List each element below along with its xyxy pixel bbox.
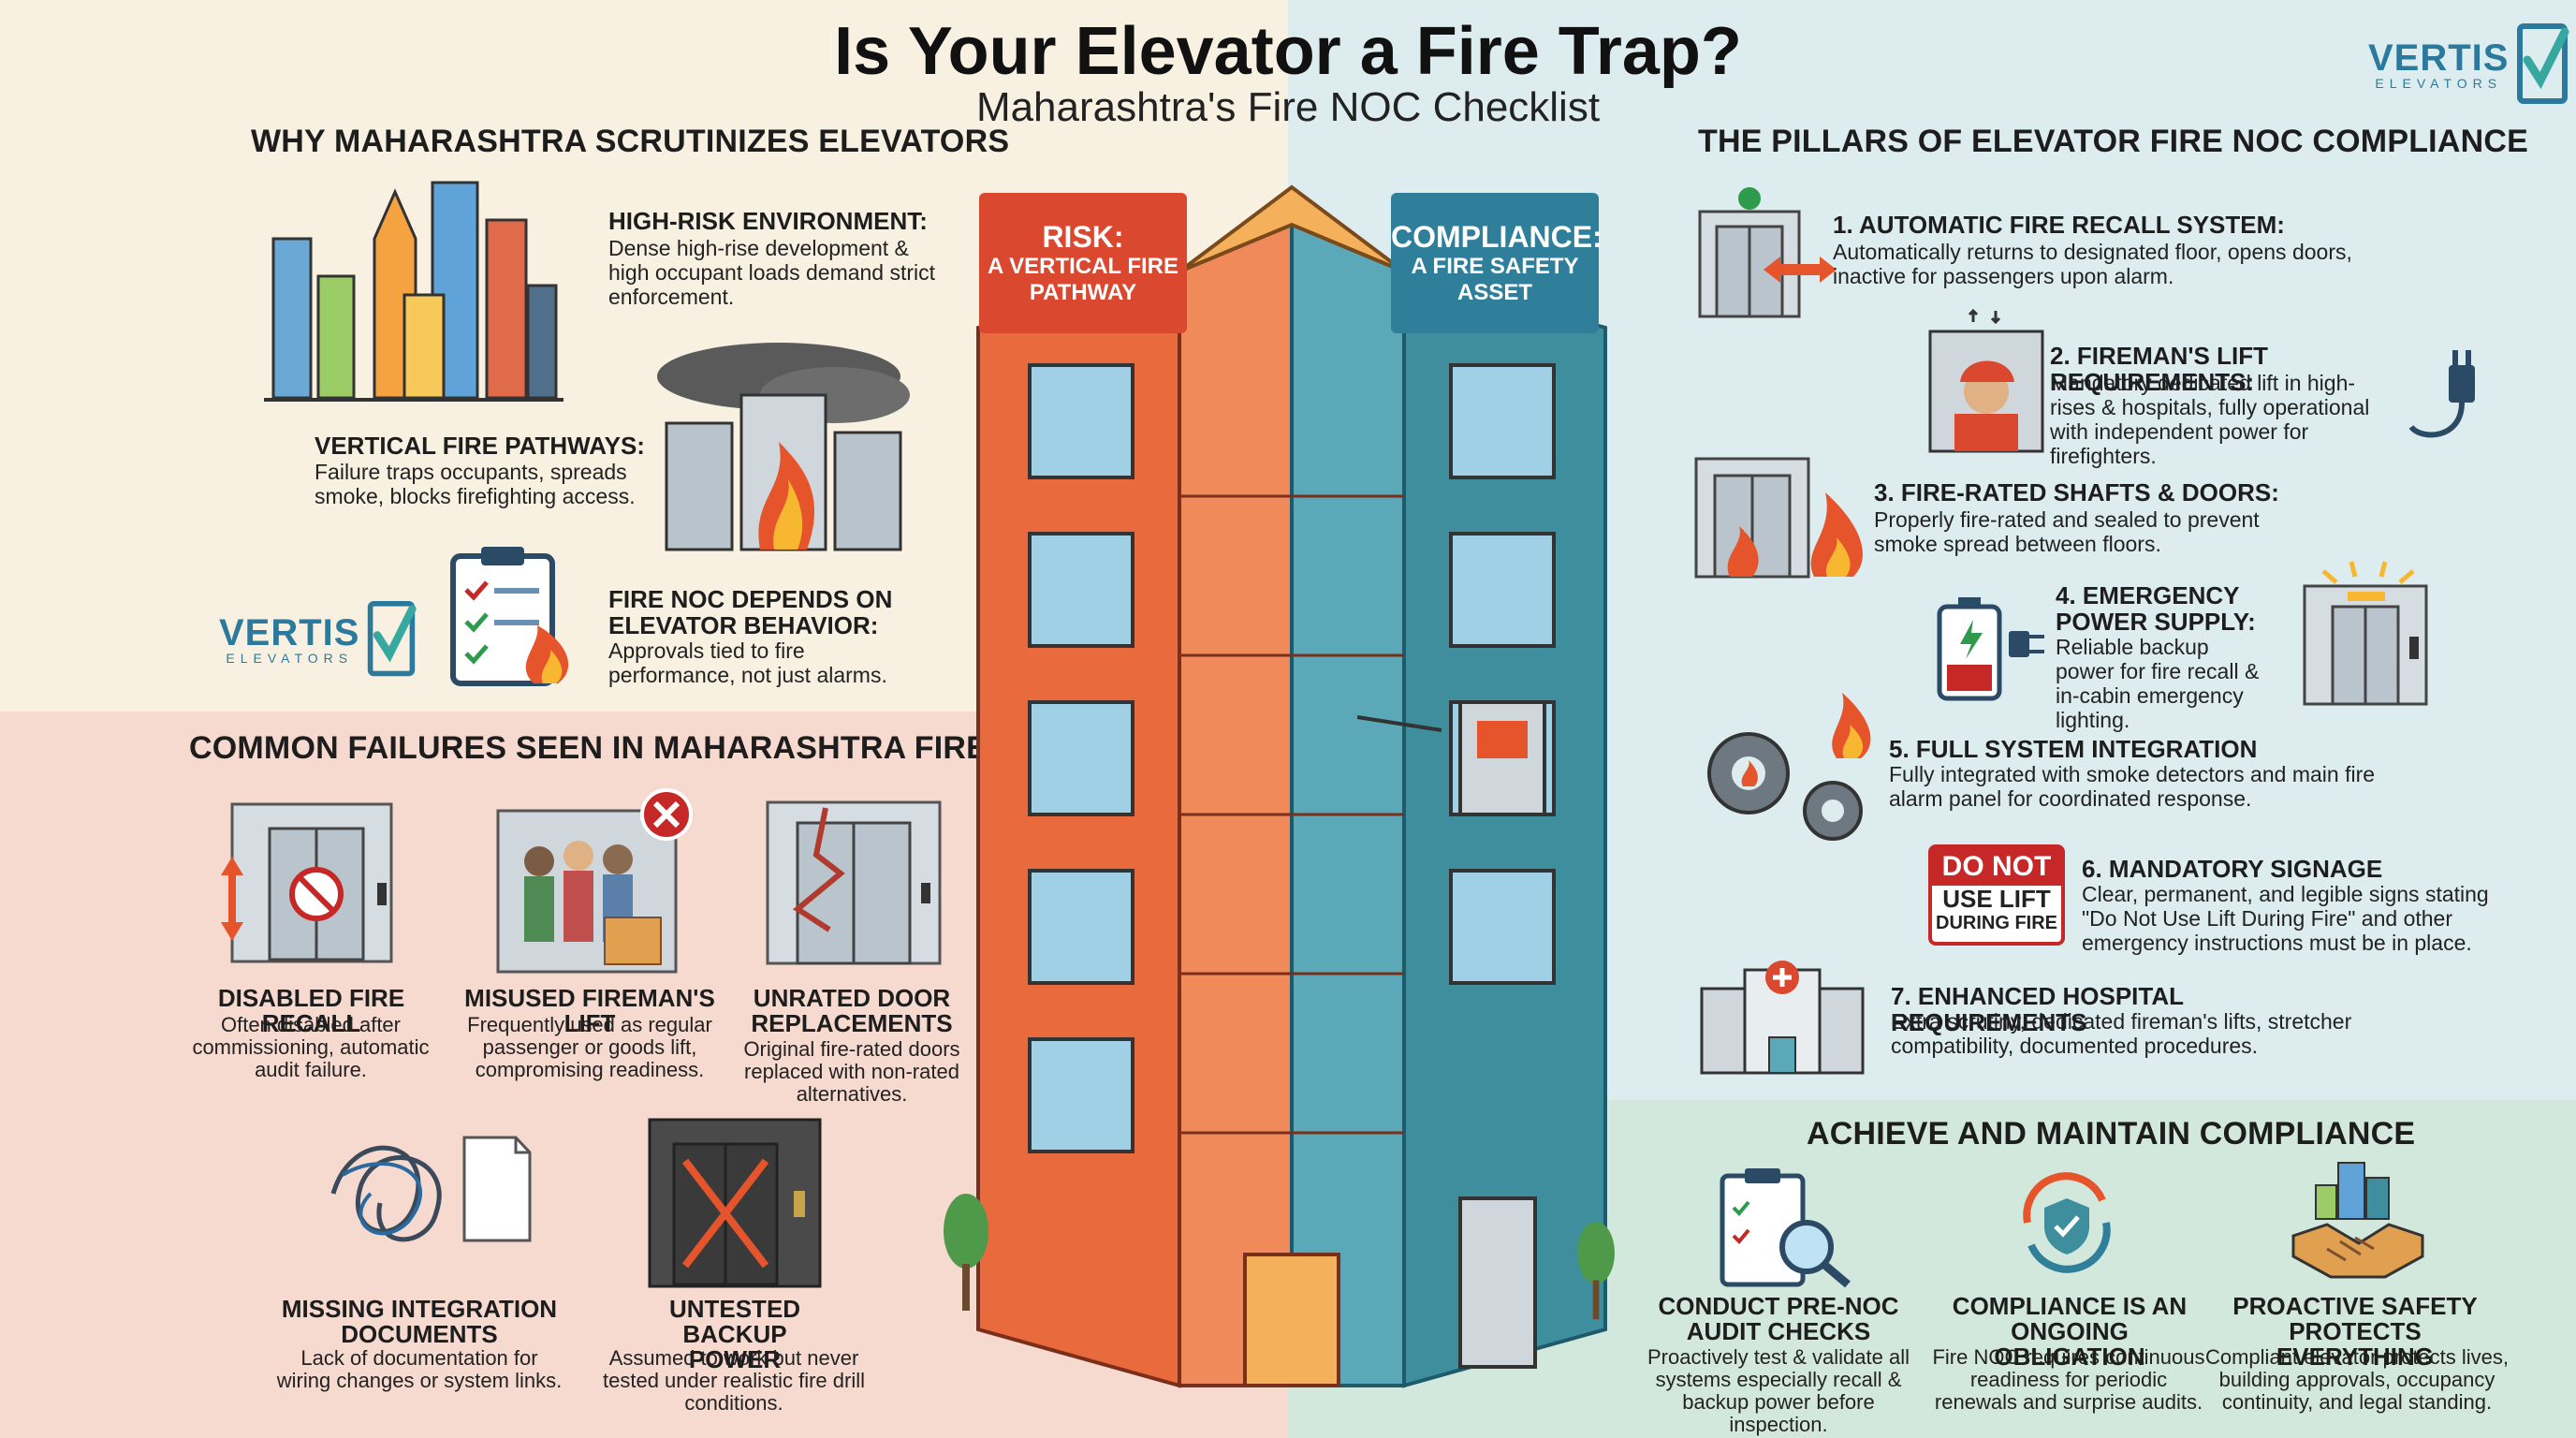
- page-subtitle: Maharashtra's Fire NOC Checklist: [975, 84, 1601, 130]
- compliance-subtitle: A FIRE SAFETY ASSET: [1411, 254, 1579, 305]
- pillar-1-text: Automatically returns to designated floo…: [1833, 240, 2352, 288]
- emergency-lit-elevator-icon: [2303, 561, 2428, 706]
- failures-heading: COMMON FAILURES SEEN IN MAHARASHTRA FIRE…: [189, 730, 1116, 766]
- compliance-banner: COMPLIANCE: A FIRE SAFETY ASSET: [1391, 193, 1603, 333]
- brand-logo-left: VERTIS ELEVATORS: [219, 599, 417, 682]
- pillar-5-title: 5. FULL SYSTEM INTEGRATION: [1889, 735, 2258, 763]
- achieve-2-text: Fire NOC requires continuous readiness f…: [1932, 1345, 2205, 1414]
- firefighter-lift-icon: [1928, 309, 2044, 453]
- tree-left-icon: [944, 1194, 988, 1311]
- failure-2-title: MISUSED FIREMAN'S LIFT: [464, 984, 715, 1037]
- do-not-use-lift-sign: DO NOT USE LIFT DURING FIRE: [1928, 844, 2065, 946]
- risk-title: RISK:: [1042, 220, 1124, 254]
- pillar-5-text: Fully integrated with smoke detectors an…: [1889, 762, 2376, 811]
- why-item-1-title: HIGH-RISK ENVIRONMENT:: [608, 207, 928, 235]
- fire-rated-shaft-icon: [1694, 457, 1863, 579]
- pillar-1-title: 1. AUTOMATIC FIRE RECALL SYSTEM:: [1833, 211, 2285, 239]
- why-item-2-text: Failure traps occupants, spreads smoke, …: [315, 460, 636, 508]
- logo-mark-icon: [2517, 23, 2569, 104]
- logo-subtext-left: ELEVATORS: [226, 651, 354, 666]
- achieve-heading: ACHIEVE AND MAINTAIN COMPLIANCE: [1807, 1116, 2416, 1152]
- burning-building-icon: [657, 343, 910, 551]
- achieve-1-title: CONDUCT PRE-NOC AUDIT CHECKS: [1658, 1292, 1899, 1345]
- tangled-wires-icon: [330, 1136, 532, 1242]
- achieve-3-title: PROACTIVE SAFETY PROTECTS EVERYTHING: [2232, 1292, 2478, 1371]
- logo-wordmark-left: VERTIS: [219, 612, 360, 653]
- risk-banner: RISK: A VERTICAL FIRE PATHWAY: [979, 193, 1187, 333]
- handshake-buildings-icon: [2291, 1162, 2424, 1279]
- logo-mark-left-icon: [368, 601, 417, 677]
- pillar-6-text: Clear, permanent, and legible signs stat…: [2082, 882, 2489, 955]
- why-item-2-title: VERTICAL FIRE PATHWAYS:: [315, 432, 645, 460]
- pillar-6-title: 6. MANDATORY SIGNAGE: [2082, 855, 2383, 883]
- failure-5-title: UNTESTED BACKUP POWER: [668, 1295, 801, 1373]
- logo-wordmark: VERTIS: [2368, 37, 2510, 79]
- risk-subtitle: A VERTICAL FIRE PATHWAY: [987, 254, 1178, 305]
- sign-bottom-text: DURING FIRE: [1936, 913, 2057, 933]
- tree-right-icon: [1577, 1222, 1615, 1320]
- failure-5-text: Assumed to work but never tested under r…: [603, 1346, 866, 1415]
- achieve-3-text: Compliant elevator protects lives, build…: [2204, 1345, 2510, 1414]
- cracked-door-icon: [766, 800, 942, 965]
- elevator-tower-illustration: [976, 184, 1607, 1388]
- audit-clipboard-magnifier-icon: [1720, 1168, 1851, 1288]
- why-heading: WHY MAHARASHTRA SCRUTINIZES ELEVATORS: [251, 124, 1010, 159]
- logo-subtext: ELEVATORS: [2375, 76, 2503, 91]
- pillar-3-text: Properly fire-rated and sealed to preven…: [1874, 507, 2260, 556]
- pillar-2-title: 2. FIREMAN'S LIFT REQUIREMENTS:: [2050, 342, 2268, 396]
- why-item-1-text: Dense high-rise development & high occup…: [608, 236, 936, 309]
- pillar-2-text: Mandatory dedicated lift in high-rises &…: [2050, 371, 2370, 468]
- clipboard-checklist-icon: [450, 547, 569, 686]
- pillars-heading: THE PILLARS OF ELEVATOR FIRE NOC COMPLIA…: [1698, 124, 2528, 159]
- failure-1-title: DISABLED FIRE RECALL: [217, 984, 405, 1037]
- failure-2-text: Frequently used as regular passenger or …: [467, 1013, 712, 1081]
- brand-logo-top: VERTIS ELEVATORS: [2368, 22, 2570, 109]
- hospital-building-icon: [1700, 961, 1865, 1075]
- system-integration-gears-icon: [1707, 693, 1871, 841]
- failure-4-title: MISSING INTEGRATION DOCUMENTS: [281, 1295, 558, 1348]
- page-title: Is Your Elevator a Fire Trap?: [834, 14, 1742, 89]
- city-skyline-icon: [264, 181, 564, 402]
- disabled-recall-elevator-icon: [221, 802, 393, 963]
- compliance-title: COMPLIANCE:: [1391, 220, 1603, 254]
- failure-3-title: UNRATED DOOR REPLACEMENTS: [751, 984, 953, 1037]
- pillar-3-title: 3. FIRE-RATED SHAFTS & DOORS:: [1874, 478, 2279, 506]
- sign-top-text: DO NOT: [1932, 848, 2061, 886]
- untested-power-elevator-icon: [648, 1118, 822, 1288]
- ongoing-cycle-shield-icon: [2023, 1172, 2111, 1273]
- power-plug-icon: [2408, 350, 2475, 438]
- overloaded-lift-icon: [496, 788, 693, 974]
- achieve-2-title: COMPLIANCE IS AN ONGOING OBLIGATION: [1952, 1292, 2188, 1371]
- pillar-4-title: 4. EMERGENCY POWER SUPPLY:: [2056, 581, 2256, 636]
- failure-1-text: Often disabled after commissioning, auto…: [192, 1013, 430, 1081]
- why-item-3-text: Approvals tied to fire performance, not …: [608, 638, 887, 687]
- achieve-1-text: Proactively test & validate all systems …: [1647, 1345, 1910, 1436]
- pillar-4-text: Reliable backup power for fire recall & …: [2056, 635, 2260, 732]
- fire-recall-elevator-icon: [1698, 187, 1837, 318]
- sign-mid-text: USE LIFT: [1942, 885, 2051, 913]
- pillar-7-text: Extra scrutiny, dedicated fireman's lift…: [1891, 1009, 2352, 1058]
- battery-backup-icon: [1937, 597, 2044, 701]
- why-item-3-title: FIRE NOC DEPENDS ON ELEVATOR BEHAVIOR:: [608, 585, 893, 639]
- pillar-7-title: 7. ENHANCED HOSPITAL REQUIREMENTS: [1891, 982, 2184, 1036]
- failure-3-text: Original fire-rated doors replaced with …: [743, 1037, 960, 1106]
- failure-4-text: Lack of documentation for wiring changes…: [276, 1346, 563, 1392]
